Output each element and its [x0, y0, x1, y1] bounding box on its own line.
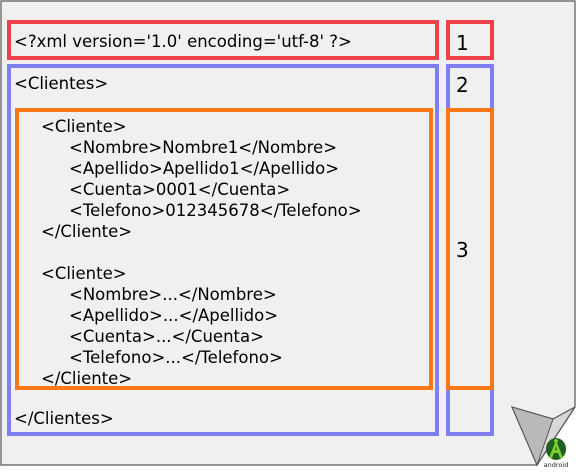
apellido-line: <Apellido>...</Apellido> — [69, 306, 279, 325]
telefono-line: <Telefono>012345678</Telefono> — [69, 201, 362, 220]
cuenta-line: <Cuenta>0001</Cuenta> — [69, 180, 291, 199]
cliente-close-tag: </Cliente> — [41, 369, 133, 388]
cliente-close-tag: </Cliente> — [41, 222, 133, 241]
android-logo-icon: android — [544, 438, 569, 468]
cliente-open-tag: <Cliente> — [41, 117, 127, 136]
section-number-2: 2 — [456, 73, 469, 97]
section-number-3: 3 — [456, 238, 469, 262]
section-number-1: 1 — [456, 31, 469, 55]
nombre-line: <Nombre>Nombre1</Nombre> — [69, 138, 338, 157]
root-element-box — [7, 64, 439, 436]
clientes-open-tag: <Clientes> — [14, 74, 109, 93]
nombre-line: <Nombre>...</Nombre> — [69, 285, 277, 304]
section-3-box — [446, 108, 494, 390]
section-1-box — [446, 20, 494, 60]
child-elements-box — [15, 108, 433, 390]
cuenta-line: <Cuenta>...</Cuenta> — [69, 327, 264, 346]
clientes-close-tag: </Clientes> — [14, 409, 114, 428]
apellido-line: <Apellido>Apellido1</Apellido> — [69, 159, 340, 178]
cliente-open-tag: <Cliente> — [41, 264, 127, 283]
android-logo-text: android — [544, 461, 569, 468]
xml-declaration-box — [7, 20, 439, 60]
xml-declaration: <?xml version='1.0' encoding='utf-8' ?> — [14, 32, 352, 51]
telefono-line: <Telefono>...</Telefono> — [69, 348, 283, 367]
